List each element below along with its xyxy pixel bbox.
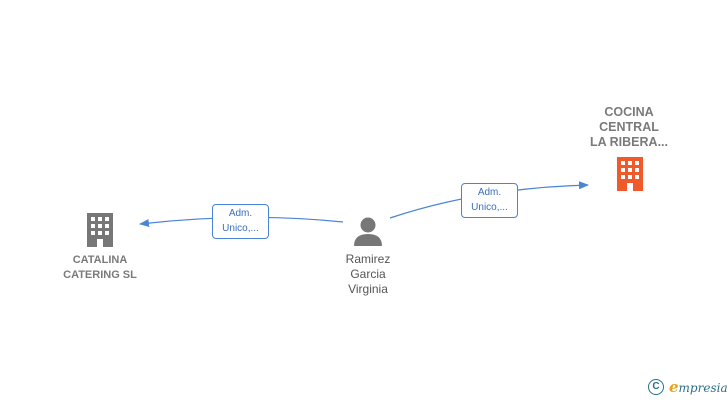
building-icon-highlighted[interactable] <box>615 157 645 196</box>
brand-initial: e <box>669 378 679 396</box>
footer-brand[interactable]: C empresia <box>648 378 728 396</box>
ramirez-label[interactable]: Ramirez Garcia Virginia <box>345 252 391 296</box>
edge-label-line1: Adm. <box>477 187 502 198</box>
brand-logo: empresia <box>669 378 728 396</box>
copyright-icon: C <box>648 379 664 395</box>
edge-label-to-cocina[interactable]: Adm. Unico,... <box>461 183 518 218</box>
catalina-label[interactable]: CATALINA CATERING SL <box>63 254 137 281</box>
brand-rest: mpresia <box>678 381 728 395</box>
edge-label-line2: Unico,... <box>222 223 259 234</box>
edge-label-to-catalina[interactable]: Adm. Unico,... <box>212 204 269 239</box>
person-icon[interactable] <box>353 216 383 251</box>
building-icon[interactable] <box>85 213 115 252</box>
cocina-label[interactable]: COCINA CENTRAL LA RIBERA... <box>589 105 668 149</box>
edge-label-line1: Adm. <box>228 208 253 219</box>
edge-label-line2: Unico,... <box>471 202 508 213</box>
